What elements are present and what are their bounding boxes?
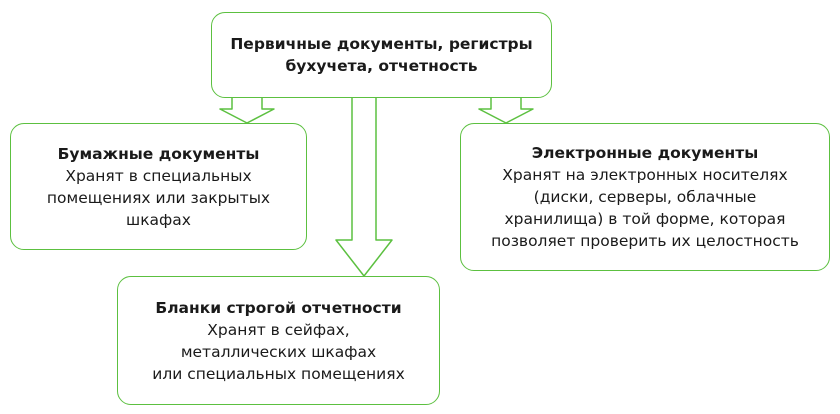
paper-documents-box: Бумажные документы Хранят в специальных … (10, 123, 307, 250)
paper-documents-text: Хранят в специальных помещениях или закр… (46, 166, 271, 229)
paper-documents-title: Бумажные документы (57, 144, 260, 163)
strict-forms-box: Бланки строгой отчетности Хранят в сейфа… (117, 276, 440, 405)
primary-documents-box: Первичные документы, регистры бухучета, … (211, 12, 552, 98)
strict-forms-title: Бланки строгой отчетности (155, 298, 402, 317)
arrow-to-paper-documents (219, 96, 275, 124)
electronic-documents-text: Хранят на электронных носителях (диски, … (491, 166, 799, 250)
electronic-documents-box: Электронные документы Хранят на электрон… (460, 123, 830, 271)
strict-forms-text: Хранят в сейфах, металлических шкафах ил… (152, 320, 405, 383)
arrow-to-strict-forms (335, 96, 393, 277)
electronic-documents-title: Электронные документы (531, 144, 759, 162)
arrow-to-electronic-documents (478, 96, 534, 124)
primary-documents-title: Первичные документы, регистры бухучета, … (230, 35, 533, 75)
